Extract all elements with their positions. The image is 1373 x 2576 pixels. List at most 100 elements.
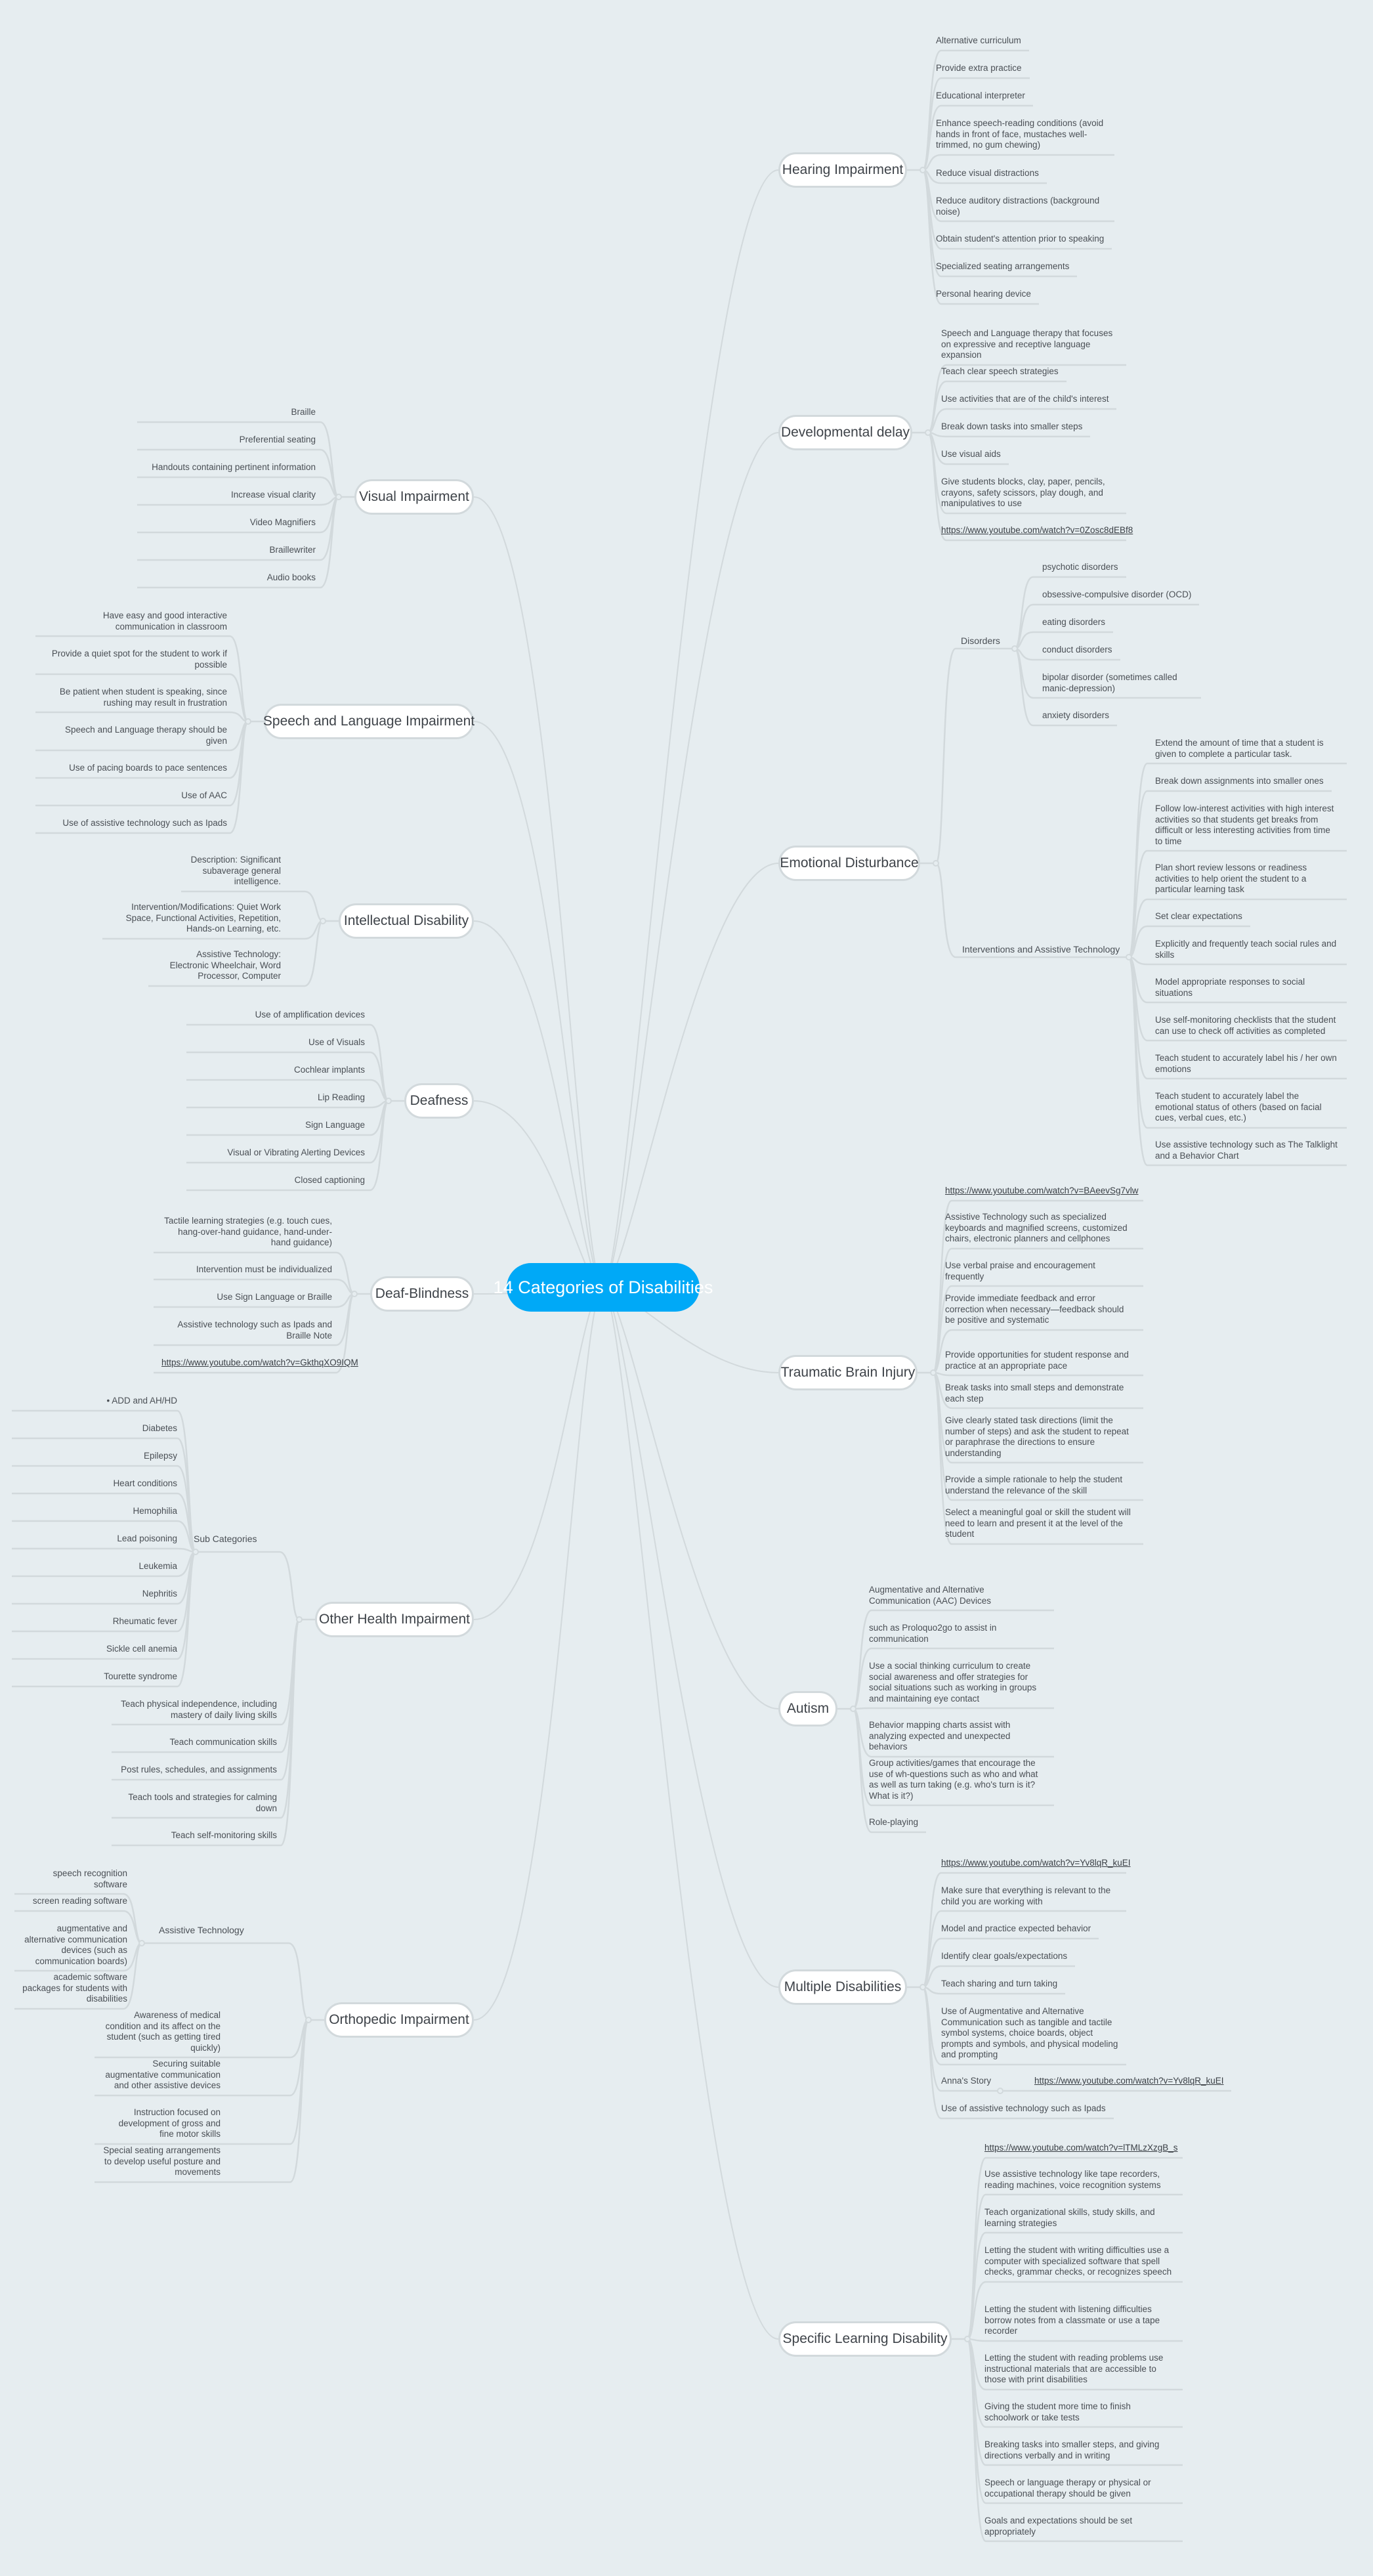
collapse-toggle-emotional[interactable] — [933, 860, 939, 867]
topic-emotional[interactable]: Emotional Disturbance — [778, 846, 920, 881]
collapse-toggle-deafblind[interactable] — [351, 1291, 358, 1297]
leaf-node: Use of amplification devices — [255, 1010, 365, 1020]
leaf-node: Model and practice expected behavior — [941, 1923, 1091, 1933]
leaf-node: Enhance speech-reading conditions (avoid… — [936, 118, 1104, 150]
leaf-node: Epilepsy — [143, 1451, 177, 1461]
leaf-node: Set clear expectations — [1155, 911, 1242, 921]
topic-orthopedic[interactable]: Orthopedic Impairment — [324, 2002, 474, 2038]
collapse-toggle-hearing[interactable] — [919, 167, 926, 173]
collapse-toggle-multiple[interactable] — [919, 1984, 926, 1990]
leaf-node: Obtain student's attention prior to spea… — [936, 234, 1105, 244]
leaf-node: Follow low-interest activities with high… — [1155, 804, 1334, 846]
leaf-node: Give clearly stated task directions (lim… — [945, 1415, 1129, 1458]
leaf-node: Group activities/games that encourage th… — [869, 1758, 1038, 1801]
leaf-node: Plan short review lessons or readiness a… — [1155, 863, 1307, 894]
leaf-node: Select a meaningful goal or skill the st… — [945, 1507, 1131, 1539]
subtopic-label[interactable]: Assistive Technology — [159, 1925, 244, 1935]
leaf-node: Alternative curriculum — [936, 35, 1021, 45]
topic-autism[interactable]: Autism — [778, 1691, 837, 1727]
leaf-node: • ADD and AH/HD — [106, 1396, 177, 1406]
leaf-node: Closed captioning — [294, 1175, 365, 1185]
leaf-node: Lip Reading — [317, 1092, 365, 1102]
topic-multiple[interactable]: Multiple Disabilities — [778, 1969, 907, 2005]
leaf-node: Teach communication skills — [169, 1737, 277, 1747]
collapse-toggle-deafness[interactable] — [385, 1098, 392, 1104]
subtopic-label[interactable]: Sub Categories — [194, 1534, 257, 1544]
leaf-node: Use activities that are of the child's i… — [941, 394, 1109, 404]
subtopic-label[interactable]: Interventions and Assistive Technology — [962, 944, 1120, 955]
leaf-node: Intervention/Modifications: Quiet Work S… — [125, 902, 281, 934]
leaf-node: Lead poisoning — [117, 1534, 177, 1543]
collapse-toggle-autism[interactable] — [850, 1706, 856, 1712]
video-link[interactable]: https://www.youtube.com/watch?v=BAeevSg7… — [945, 1186, 1139, 1195]
leaf-node: Letting the student with writing difficu… — [984, 2245, 1172, 2277]
leaf-node: Rheumatic fever — [112, 1616, 177, 1626]
collapse-toggle-speech[interactable] — [245, 718, 251, 725]
leaf-node: Use of assistive technology such as Ipad… — [62, 818, 227, 828]
leaf-node: Use of Visuals — [308, 1037, 365, 1047]
collapse-toggle-sld[interactable] — [964, 2336, 971, 2342]
leaf-node: Use of pacing boards to pace sentences — [69, 763, 227, 773]
topic-sld[interactable]: Specific Learning Disability — [778, 2321, 952, 2357]
leaf-node: bipolar disorder (sometimes called manic… — [1042, 672, 1177, 693]
leaf-node: Augmentative and Alternative Communicati… — [869, 1585, 992, 1606]
video-link[interactable]: https://www.youtube.com/watch?v=Yv8lqR_k… — [941, 1858, 1131, 1868]
leaf-node: Teach tools and strategies for calming d… — [128, 1792, 277, 1813]
leaf-node: Assistive Technology such as specialized… — [945, 1212, 1128, 1243]
collapse-toggle-otherhealth[interactable] — [296, 1616, 303, 1623]
leaf-node: Description: Significant subaverage gene… — [190, 855, 281, 886]
leaf-node: Sickle cell anemia — [106, 1644, 177, 1654]
leaf-node: Use visual aids — [941, 449, 1001, 459]
topic-hearing[interactable]: Hearing Impairment — [778, 152, 907, 188]
collapse-toggle-sub[interactable] — [192, 1549, 199, 1555]
collapse-toggle-orthopedic[interactable] — [305, 2017, 312, 2023]
subtopic-label[interactable]: Disorders — [961, 635, 1000, 646]
collapse-toggle-tbi[interactable] — [930, 1369, 937, 1376]
leaf-node: Role-playing — [869, 1817, 919, 1827]
leaf-node: Speech or language therapy or physical o… — [984, 2478, 1151, 2499]
leaf-node: Visual or Vibrating Alerting Devices — [227, 1148, 365, 1157]
leaf-node: Anna's Story — [941, 2076, 992, 2086]
leaf-node: Video Magnifiers — [249, 517, 316, 527]
leaf-node: Make sure that everything is relevant to… — [941, 1885, 1111, 1906]
collapse-toggle-devdelay[interactable] — [925, 429, 931, 436]
video-link[interactable]: https://www.youtube.com/watch?v=0Zosc8dE… — [941, 525, 1133, 535]
collapse-toggle-sub[interactable] — [1011, 645, 1018, 652]
root-topic[interactable]: 14 Categories of Disabilities — [494, 1263, 713, 1312]
leaf-node: Use assistive technology like tape recor… — [984, 2169, 1161, 2190]
collapse-toggle-intellectual[interactable] — [320, 918, 326, 924]
leaf-node: Specialized seating arrangements — [936, 261, 1070, 271]
topic-intellectual[interactable]: Intellectual Disability — [339, 903, 474, 939]
leaf-node: Provide immediate feedback and error cor… — [945, 1293, 1124, 1325]
collapse-toggle-sub[interactable] — [1126, 954, 1132, 960]
topic-deafness[interactable]: Deafness — [404, 1083, 474, 1119]
topic-visual[interactable]: Visual Impairment — [354, 479, 474, 515]
topic-tbi[interactable]: Traumatic Brain Injury — [778, 1355, 918, 1390]
video-link[interactable]: https://www.youtube.com/watch?v=Yv8lqR_k… — [1034, 2076, 1224, 2086]
leaf-node: anxiety disorders — [1042, 710, 1110, 720]
leaf-node: Nephritis — [142, 1589, 177, 1599]
leaf-node: Special seating arrangements to develop … — [103, 2145, 221, 2177]
video-link[interactable]: https://www.youtube.com/watch?v=GkthqXO9… — [161, 1358, 358, 1367]
leaf-node: Assistive technology such as Ipads and B… — [177, 1320, 332, 1341]
topic-devdelay[interactable]: Developmental delay — [778, 415, 912, 450]
leaf-node: Speech and Language therapy should be gi… — [65, 725, 227, 746]
collapse-toggle[interactable] — [997, 2088, 1003, 2094]
topic-deafblind[interactable]: Deaf-Blindness — [370, 1276, 474, 1312]
topic-otherhealth[interactable]: Other Health Impairment — [315, 1602, 474, 1637]
collapse-toggle-visual[interactable] — [335, 494, 342, 500]
leaf-node: Extend the amount of time that a student… — [1155, 738, 1324, 759]
leaf-node: Give students blocks, clay, paper, penci… — [941, 477, 1105, 508]
leaf-node: Leukemia — [138, 1561, 177, 1571]
leaf-node: Heart conditions — [113, 1478, 177, 1488]
leaf-node: Braillewriter — [269, 545, 316, 555]
leaf-node: Teach clear speech strategies — [941, 366, 1059, 376]
leaf-node: Hemophilia — [133, 1506, 177, 1516]
leaf-node: Use of assistive technology such as Ipad… — [941, 2103, 1106, 2113]
leaf-node: conduct disorders — [1042, 645, 1112, 655]
video-link[interactable]: https://www.youtube.com/watch?v=lTMLzXzg… — [984, 2143, 1178, 2153]
leaf-node: Use of Augmentative and Alternative Comm… — [941, 2006, 1118, 2059]
collapse-toggle-sub[interactable] — [138, 1940, 145, 1946]
leaf-node: Behavior mapping charts assist with anal… — [869, 1720, 1011, 1751]
topic-speech[interactable]: Speech and Language Impairment — [263, 704, 475, 739]
